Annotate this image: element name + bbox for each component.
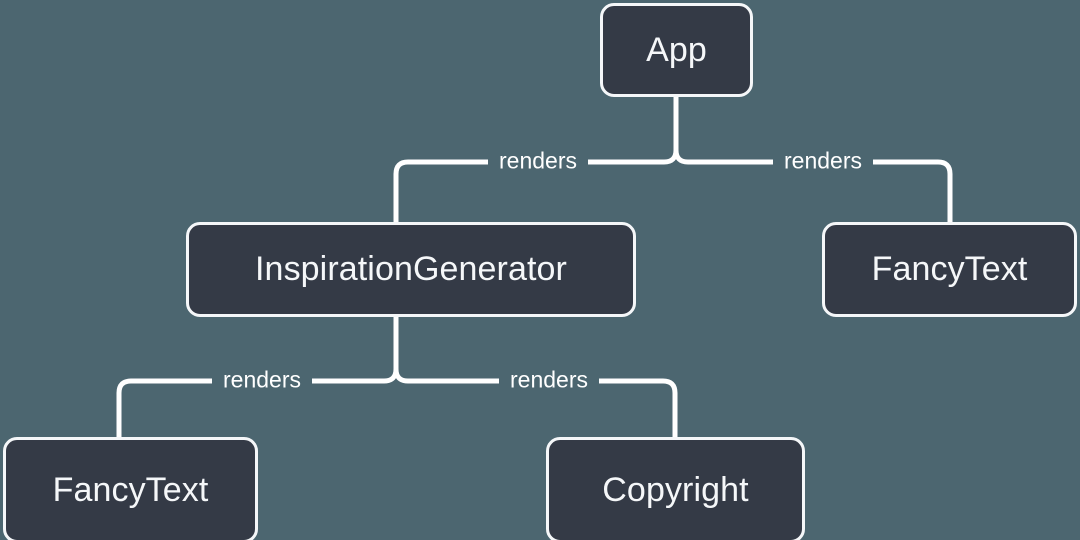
node-copyright-label: Copyright [602,470,749,509]
edge-label-inspiration-fancytext: renders [212,368,312,392]
node-fancytext-left-label: FancyText [52,470,209,509]
edge-label-app-inspiration: renders [488,149,588,173]
node-copyright[interactable]: Copyright [546,437,805,540]
node-fancytext-right-label: FancyText [871,250,1028,288]
edge-label-inspiration-copyright: renders [499,368,599,392]
edge-app-junction-right [673,147,953,225]
node-fancytext-left[interactable]: FancyText [3,437,258,540]
node-fancytext-right[interactable]: FancyText [822,222,1077,317]
node-inspiration-generator[interactable]: InspirationGenerator [186,222,636,317]
edge-label-app-fancytext: renders [773,149,873,173]
node-app[interactable]: App [600,3,753,97]
node-app-label: App [646,30,707,69]
edge-inspiration-junction-right [393,366,678,440]
node-inspiration-generator-label: InspirationGenerator [255,250,567,288]
